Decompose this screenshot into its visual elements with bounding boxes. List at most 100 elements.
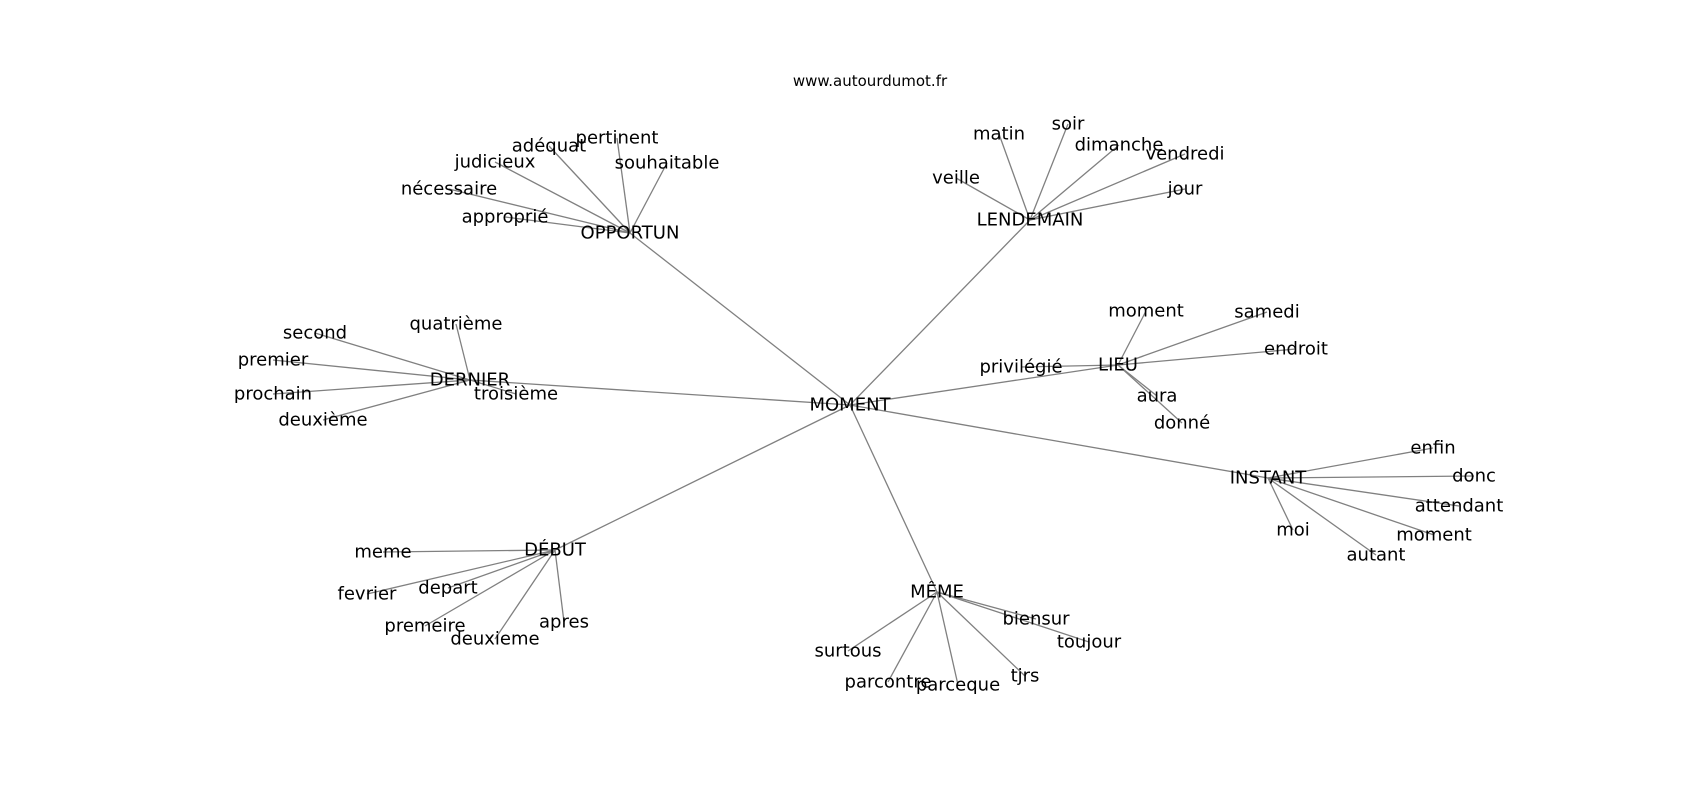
leaf-word-label: surtous — [814, 641, 881, 662]
leaf-word-label: moment — [1108, 301, 1184, 322]
edge-hub-to-leaf — [455, 323, 471, 381]
edge-hub-to-leaf — [272, 359, 471, 381]
edge-hub-to-leaf — [998, 133, 1031, 221]
edge-hub-to-leaf — [322, 379, 471, 421]
edge-hub-to-leaf — [494, 549, 556, 640]
center-word-label: MOMENT — [809, 395, 891, 416]
edge-center-to-hub — [849, 364, 1119, 406]
leaf-word-label: deuxieme — [450, 629, 539, 650]
leaf-word-label: apres — [539, 612, 589, 633]
edge-hub-to-leaf — [469, 379, 517, 395]
leaf-word-label: privilégié — [979, 357, 1062, 378]
edge-hub-to-leaf — [1029, 144, 1120, 221]
leaf-word-label: prochain — [234, 384, 312, 405]
edge-hub-to-leaf — [936, 591, 1037, 620]
leaf-word-label: dimanche — [1075, 135, 1164, 156]
leaf-word-label: autant — [1347, 545, 1406, 566]
leaf-word-label: vendredi — [1145, 144, 1224, 165]
leaf-word-label: pertinent — [576, 128, 659, 149]
edge-hub-to-leaf — [548, 145, 631, 234]
edge-hub-to-leaf — [494, 161, 631, 234]
edge-hub-to-leaf — [1267, 477, 1377, 556]
leaf-word-label: quatrième — [409, 314, 502, 335]
hub-word-label: MÊME — [910, 581, 964, 603]
edge-center-to-hub — [469, 379, 851, 406]
edge-hub-to-leaf — [382, 549, 556, 553]
edge-hub-to-leaf — [554, 549, 565, 623]
edge-hub-to-leaf — [504, 216, 631, 234]
edge-hub-to-leaf — [1267, 477, 1460, 507]
edge-hub-to-leaf — [936, 591, 1090, 643]
edge-hub-to-leaf — [955, 177, 1031, 221]
hub-word-label: LIEU — [1098, 355, 1138, 376]
leaf-word-label: parceque — [916, 675, 1000, 696]
edge-hub-to-leaf — [616, 137, 631, 234]
leaf-word-label: donc — [1452, 466, 1496, 487]
leaf-word-label: depart — [418, 578, 477, 599]
edge-hub-to-leaf — [1029, 188, 1186, 221]
edge-hub-to-leaf — [1029, 123, 1069, 221]
edge-hub-to-leaf — [847, 591, 938, 652]
leaf-word-label: nécessaire — [401, 179, 497, 200]
leaf-word-label: meme — [354, 542, 411, 563]
hub-word-label: OPPORTUN — [581, 223, 680, 244]
leaf-word-label: soir — [1052, 114, 1085, 135]
edge-hub-to-leaf — [887, 591, 938, 683]
leaf-word-label: enfin — [1410, 438, 1455, 459]
graph-edges — [272, 123, 1475, 686]
hub-word-label: DERNIER — [430, 370, 510, 391]
leaf-word-label: toujour — [1057, 632, 1122, 653]
edge-hub-to-leaf — [272, 379, 471, 395]
edge-hub-to-leaf — [1267, 447, 1434, 479]
leaf-word-label: moment — [1396, 525, 1472, 546]
edge-hub-to-leaf — [366, 549, 556, 595]
leaf-word-label: fevrier — [338, 584, 398, 605]
edge-hub-to-leaf — [1029, 153, 1186, 221]
leaf-word-label: moi — [1276, 520, 1310, 541]
edge-hub-to-leaf — [629, 162, 668, 234]
leaf-word-label: samedi — [1234, 302, 1299, 323]
leaf-word-label: adéquat — [512, 136, 586, 157]
leaf-word-label: parcontre — [845, 672, 932, 693]
leaf-word-label: biensur — [1002, 609, 1070, 630]
edge-center-to-hub — [554, 404, 851, 551]
leaf-word-label: premier — [238, 350, 309, 371]
leaf-word-label: endroit — [1264, 339, 1328, 360]
edge-hub-to-leaf — [1267, 475, 1475, 479]
hub-word-label: INSTANT — [1230, 468, 1308, 489]
leaf-word-label: aura — [1137, 386, 1178, 407]
edge-hub-to-leaf — [1117, 348, 1297, 366]
leaf-word-label: jour — [1167, 179, 1203, 200]
hub-word-label: LENDEMAIN — [977, 210, 1084, 231]
edge-hub-to-leaf — [1117, 364, 1183, 424]
leaf-word-label: veille — [932, 168, 980, 189]
leaf-word-label: matin — [973, 124, 1025, 145]
leaf-word-label: attendant — [1415, 496, 1504, 517]
edge-hub-to-leaf — [1267, 477, 1435, 536]
edge-hub-to-leaf — [424, 549, 556, 627]
edge-hub-to-leaf — [1117, 311, 1268, 366]
leaf-word-label: troisième — [474, 384, 558, 405]
edge-hub-to-leaf — [936, 591, 959, 686]
leaf-word-label: souhaitable — [615, 153, 720, 174]
edge-hub-to-leaf — [1117, 310, 1147, 366]
edge-center-to-hub — [629, 232, 851, 406]
leaf-word-label: premeire — [384, 616, 465, 637]
leaf-word-label: second — [283, 323, 347, 344]
edge-center-to-hub — [849, 404, 1269, 479]
leaf-word-label: approprié — [462, 207, 549, 228]
edge-hub-to-leaf — [448, 188, 631, 234]
edge-hub-to-leaf — [1267, 477, 1294, 531]
leaf-word-label: judicieux — [454, 152, 536, 173]
edge-hub-to-leaf — [936, 591, 1026, 677]
edge-hub-to-leaf — [447, 549, 556, 589]
leaf-word-label: tjrs — [1011, 666, 1040, 687]
edge-hub-to-leaf — [314, 332, 471, 381]
leaf-word-label: donné — [1154, 413, 1210, 434]
edge-center-to-hub — [849, 219, 1031, 406]
hub-word-label: DÉBUT — [524, 539, 587, 561]
leaf-word-label: deuxième — [278, 410, 367, 431]
edge-hub-to-leaf — [1020, 364, 1119, 368]
